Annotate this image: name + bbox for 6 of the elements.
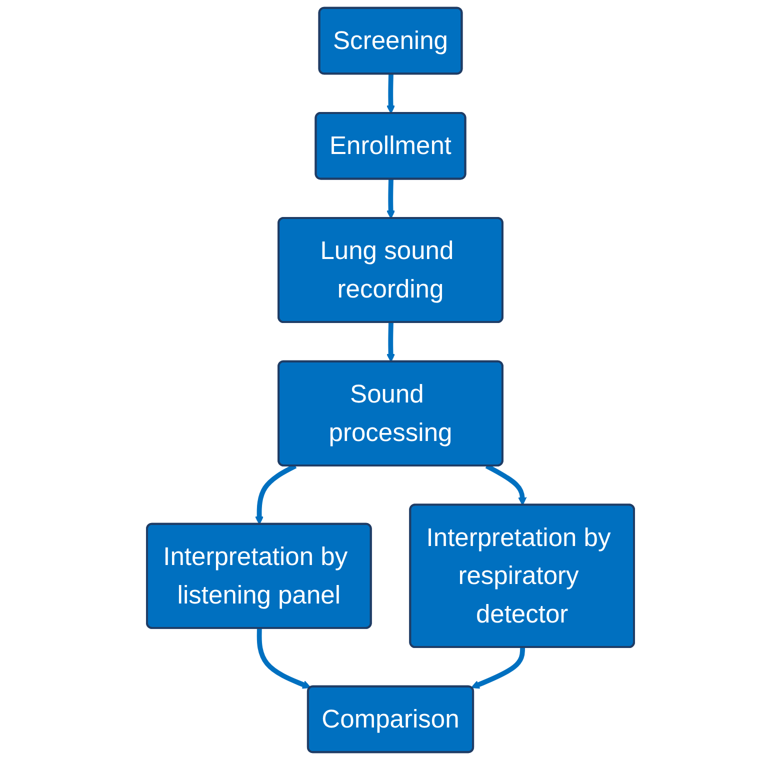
arrow	[256, 628, 312, 689]
arrow	[386, 322, 396, 362]
arrow	[255, 464, 297, 525]
arrow	[386, 74, 396, 114]
arrow	[386, 179, 396, 219]
arrow	[485, 464, 527, 506]
